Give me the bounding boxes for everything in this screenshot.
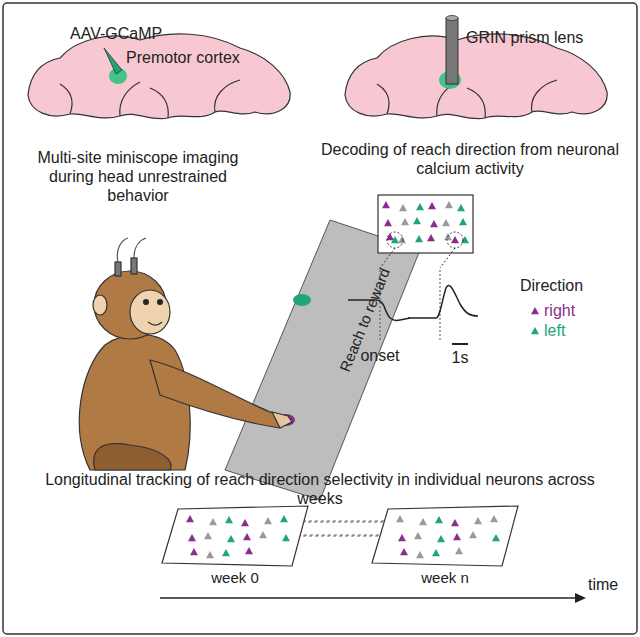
panel-heading: week 0 — [160, 569, 310, 586]
injection-needle — [104, 48, 122, 74]
neuron-marker — [206, 551, 214, 558]
week-panel: week 0 — [160, 505, 310, 588]
legend-text: left — [544, 322, 565, 340]
panel-frame — [372, 506, 518, 566]
neuron-marker — [413, 217, 421, 224]
panel-heading: week n — [370, 569, 520, 586]
scale-bar — [452, 343, 468, 345]
grin-lens — [446, 18, 458, 84]
neuron-marker — [398, 534, 406, 541]
brain — [28, 34, 290, 119]
neuron-marker — [451, 519, 459, 526]
neuron-marker — [459, 218, 467, 225]
panel-outline — [160, 505, 310, 567]
neuron-marker — [430, 220, 438, 227]
arrowhead — [575, 593, 586, 603]
outer-frame — [3, 3, 637, 634]
legend-swatch — [530, 326, 540, 336]
label: Longitudinal tracking of reach direction… — [40, 470, 600, 508]
neuron-marker — [432, 549, 440, 556]
week-panel: week n — [370, 505, 520, 588]
monkey — [79, 238, 292, 470]
neuron-marker — [427, 234, 435, 241]
legend: right left — [530, 300, 575, 342]
neuron-marker — [382, 201, 390, 208]
brain — [345, 34, 607, 119]
calcium-trace — [408, 285, 478, 318]
neuron-marker — [474, 517, 482, 524]
neuron-marker — [435, 516, 443, 523]
label: Multi-site miniscope imaging during head… — [28, 148, 248, 206]
neuron-marker — [384, 219, 392, 226]
neuron-marker — [188, 534, 196, 541]
neuron-marker — [428, 202, 436, 209]
neuron-marker — [469, 531, 477, 538]
neuron-marker — [455, 547, 463, 554]
neuron-marker — [190, 548, 198, 555]
legend-swatch — [530, 306, 540, 316]
label: Premotor cortex — [126, 48, 266, 67]
label: Decoding of reach direction from neurona… — [320, 140, 620, 178]
neuron-marker — [282, 534, 290, 541]
label: AAV-GCaMP — [70, 24, 190, 43]
neuron-marker — [415, 235, 423, 242]
neuron-marker — [222, 549, 230, 556]
neuron-marker — [391, 236, 399, 243]
neuron-marker — [186, 515, 194, 522]
neuron-marker — [453, 533, 461, 540]
neuron-marker — [259, 531, 267, 538]
legend-item: left — [530, 322, 575, 340]
time-axis — [160, 597, 575, 599]
neuron-marker — [227, 535, 235, 542]
neuron-marker — [416, 551, 424, 558]
label: Direction — [520, 276, 610, 295]
selected-neuron-ring — [387, 232, 403, 248]
neuron-marker — [490, 515, 498, 522]
neuron-marker — [445, 201, 453, 208]
label: onset — [350, 346, 410, 365]
label: time — [588, 575, 633, 594]
neuron-marker — [400, 548, 408, 555]
panel-outline — [370, 505, 520, 567]
neuron-field — [378, 195, 473, 253]
neuron-marker — [419, 518, 427, 525]
onset-line — [440, 270, 441, 340]
label: 1s — [440, 348, 480, 367]
neuron-marker — [241, 519, 249, 526]
neuron-marker — [461, 236, 469, 243]
neuron-marker — [416, 203, 424, 210]
neuron-marker — [399, 204, 407, 211]
selected-neuron-ring — [447, 232, 463, 248]
reach-board — [225, 220, 420, 500]
legend-item: right — [530, 302, 575, 320]
neuron-marker — [401, 218, 409, 225]
legend-text: right — [544, 302, 575, 320]
sulcus — [377, 80, 557, 118]
neuron-marker — [243, 533, 251, 540]
neuron-marker — [492, 534, 500, 541]
leader-line — [380, 248, 395, 268]
neuron-marker — [204, 532, 212, 539]
leader-line — [440, 248, 455, 268]
neuron-marker — [398, 236, 406, 243]
neuron-marker — [264, 517, 272, 524]
label: GRIN prism lens — [466, 28, 606, 47]
neuron-marker — [209, 518, 217, 525]
panel-frame — [162, 506, 308, 566]
neuron-marker — [245, 547, 253, 554]
neuron-marker — [451, 236, 459, 243]
sulcus — [60, 80, 240, 118]
neuron-marker — [437, 535, 445, 542]
neuron-marker — [396, 515, 404, 522]
neuron-marker — [280, 515, 288, 522]
neuron-marker — [414, 532, 422, 539]
grin-lens-top — [446, 16, 458, 21]
neuron-marker — [442, 219, 450, 226]
left-target — [293, 294, 311, 306]
neuron-marker — [225, 516, 233, 523]
neuron-marker — [457, 204, 465, 211]
